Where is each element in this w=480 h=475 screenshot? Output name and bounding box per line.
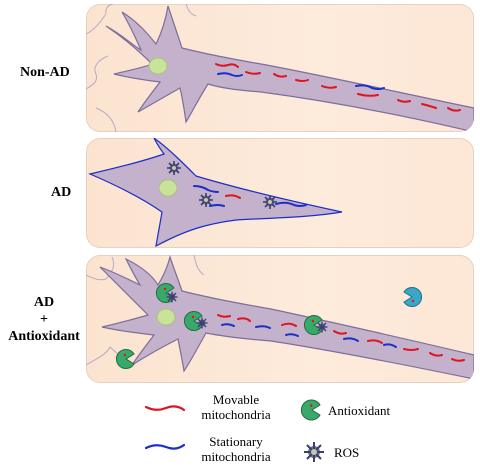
label-ad-antioxidant-line1: AD — [33, 295, 55, 310]
legend-antioxidant: Antioxidant — [328, 403, 391, 418]
mito-movable — [451, 358, 465, 362]
mito-movable — [429, 352, 443, 357]
legend-stationary-swatch — [144, 443, 186, 450]
ros-icon — [263, 195, 277, 209]
label-ad: AD — [51, 185, 72, 200]
neuron-body-ad-antioxidant — [99, 255, 474, 380]
ros-icon — [196, 317, 208, 329]
mito-movable — [357, 93, 379, 97]
mito-movable — [333, 330, 347, 335]
mito-movable — [217, 314, 231, 318]
label-non-ad: Non-AD — [20, 65, 70, 80]
legend-stationary: Stationary mitochondria — [190, 434, 282, 464]
ros-legend-icon — [304, 442, 324, 462]
mito-stationary — [255, 325, 271, 329]
mito-movable — [403, 348, 419, 351]
mito-stationary — [217, 72, 243, 77]
legend-movable-line1: Movable — [212, 392, 260, 407]
mito-movable — [421, 103, 437, 109]
ros-icon — [199, 193, 213, 207]
mito-movable — [447, 107, 461, 112]
mito-stationary — [383, 343, 397, 348]
legend-movable: Movable mitochondria — [190, 392, 282, 422]
mito-movable — [367, 339, 383, 344]
legend-movable-line2: mitochondria — [201, 407, 271, 422]
ros-icon — [167, 161, 181, 175]
legend-movable-swatch — [144, 405, 186, 412]
nucleus-ad — [158, 179, 178, 197]
antioxidant-icon — [115, 349, 135, 369]
mito-movable — [397, 99, 411, 103]
mito-stationary — [275, 201, 307, 207]
antioxidant-icon — [303, 315, 323, 335]
nucleus-ad-antioxidant — [156, 308, 176, 326]
mito-stationary — [343, 337, 359, 342]
mito-stationary — [285, 333, 299, 337]
panel-non-ad — [86, 4, 474, 132]
mito-stationary — [209, 204, 225, 207]
legend-stationary-line2: mitochondria — [201, 449, 271, 464]
mito-movable — [237, 317, 251, 322]
panel-ad-antioxidant — [86, 255, 474, 383]
legend-stationary-line1: Stationary — [209, 434, 263, 449]
nucleus-non-ad — [148, 57, 168, 75]
neuron-non-ad-diagram — [86, 4, 474, 132]
label-ad-antioxidant: AD + Antioxidant — [4, 294, 84, 345]
mito-stationary — [355, 84, 385, 90]
mito-movable — [281, 322, 297, 327]
antioxidant-legend-icon — [300, 399, 321, 421]
legend-ros: ROS — [334, 445, 360, 460]
neuron-ad-diagram — [88, 138, 343, 248]
mito-stationary — [193, 185, 219, 193]
ros-icon — [166, 291, 178, 303]
label-ad-antioxidant-line2: + — [40, 312, 48, 327]
mito-movable — [273, 73, 287, 78]
ros-icon — [316, 321, 328, 333]
antioxidant-icon — [183, 311, 203, 331]
neuron-body-non-ad — [105, 5, 474, 132]
antioxidant-icon-cyan — [403, 287, 423, 307]
mito-movable — [321, 85, 337, 89]
mito-movable — [225, 194, 241, 199]
label-ad-antioxidant-line3: Antioxidant — [8, 329, 80, 344]
mito-movable — [295, 79, 309, 82]
mito-movable — [215, 63, 239, 68]
neuron-ad-antioxidant-diagram — [86, 255, 474, 380]
panel-ad — [86, 138, 474, 248]
mito-movable — [245, 71, 261, 75]
mito-stationary — [221, 323, 235, 327]
